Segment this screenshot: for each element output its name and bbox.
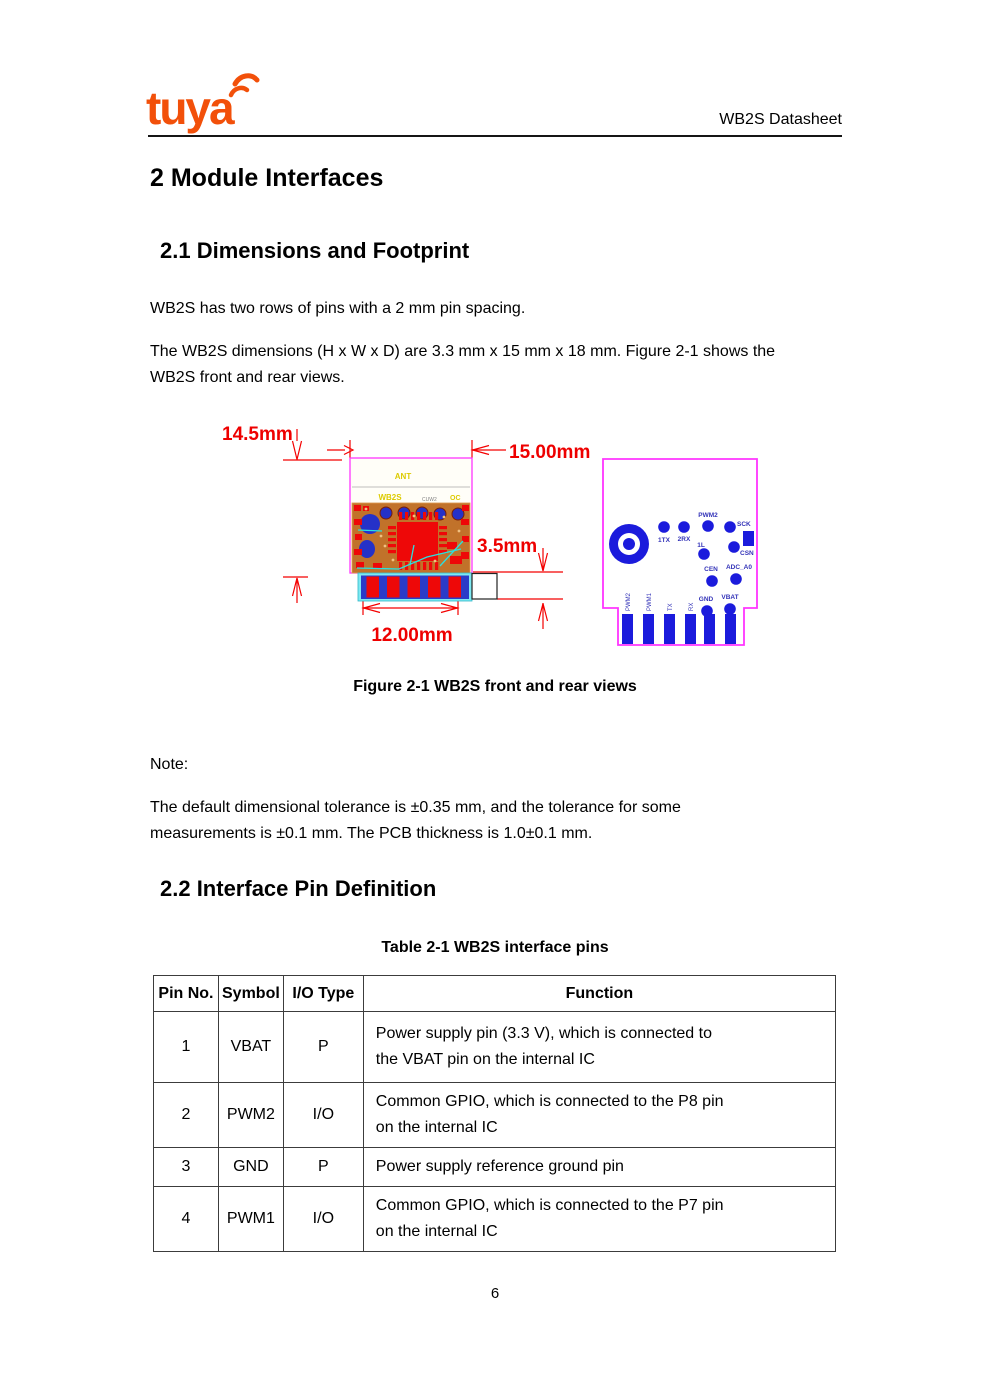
front-pin-row: [357, 572, 473, 602]
pin-label-rx: RX: [689, 603, 695, 611]
front-small-silkscreen: CUW2: [422, 497, 437, 503]
paragraph-dimensions-line1: The WB2S dimensions (H x W x D) are 3.3 …: [150, 343, 776, 360]
cell-io-type: P: [282, 1011, 364, 1083]
pad-label-vbat: VBAT: [721, 594, 738, 601]
table-row: 2 PWM2 I/O Common GPIO, which is connect…: [153, 1082, 837, 1148]
table-header-row: Pin No. Symbol I/O Type Function: [153, 975, 837, 1012]
section-heading-dimensions-footprint: 2.1 Dimensions and Footprint: [160, 238, 470, 263]
cell-pin-no: 4: [153, 1186, 219, 1252]
rear-test-pads: [658, 520, 754, 617]
pad-label-sck: SCK: [737, 521, 751, 528]
column-header-pin-no: Pin No.: [153, 975, 219, 1012]
note-label: Note:: [150, 756, 189, 773]
column-header-function: Function: [362, 975, 837, 1012]
paragraph-dimensions-line2: WB2S front and rear views.: [150, 369, 345, 386]
front-antenna-label: ANT: [395, 472, 412, 481]
cell-function-line: on the internal IC: [375, 1223, 498, 1240]
antenna-coil-icon: [609, 524, 649, 564]
pad-label-pwm2: PWM2: [698, 512, 718, 519]
front-view-pcb: ANT WB2S CUW2 OC: [349, 457, 498, 602]
cell-function: Common GPIO, which is connected to the P…: [362, 1186, 837, 1252]
cell-function-line: Power supply pin (3.3 V), which is conne…: [375, 1025, 712, 1042]
cell-pin-no: 2: [153, 1082, 219, 1148]
cell-function-line: the VBAT pin on the internal IC: [375, 1051, 595, 1068]
pad-label-2rx: 2RX: [678, 536, 691, 543]
section-heading-pin-definition: 2.2 Interface Pin Definition: [160, 876, 437, 901]
pad-label-gnd: GND: [699, 596, 714, 603]
pad-label-1l: 1L: [697, 542, 705, 549]
pad-label-1tx: 1TX: [658, 537, 671, 544]
cell-symbol: VBAT: [217, 1011, 284, 1083]
rear-castellated-pins: [622, 614, 736, 644]
note-text-line1: The default dimensional tolerance is ±0.…: [150, 799, 681, 816]
figure-caption: Figure 2-1 WB2S front and rear views: [353, 678, 637, 695]
table-caption: Table 2-1 WB2S interface pins: [381, 939, 609, 956]
dimension-width-label: 15.00mm: [509, 442, 590, 463]
cell-function: Common GPIO, which is connected to the P…: [362, 1082, 837, 1148]
cell-function-line: Common GPIO, which is connected to the P…: [375, 1197, 724, 1214]
header-doc-title: WB2S Datasheet: [719, 111, 842, 128]
section-heading-module-interfaces: 2 Module Interfaces: [150, 164, 384, 192]
dimension-lines: [283, 429, 563, 629]
tuya-logo-signal-icon: [228, 73, 260, 98]
tuya-logo: tuya: [146, 73, 260, 134]
dimension-pin-row-label: 12.00mm: [371, 625, 452, 646]
cell-io-type: I/O: [282, 1186, 364, 1252]
table-row: 4 PWM1 I/O Common GPIO, which is connect…: [153, 1186, 837, 1252]
header-rule: [148, 135, 842, 137]
note-text-line2: measurements is ±0.1 mm. The PCB thickne…: [150, 825, 593, 842]
cell-symbol: PWM1: [217, 1186, 284, 1252]
pad-label-csn: CSN: [740, 550, 754, 557]
front-pcb-components: [354, 505, 469, 570]
pad-label-adc: ADC_A0: [726, 564, 752, 571]
cell-symbol: GND: [217, 1147, 284, 1187]
cell-pin-no: 1: [153, 1011, 219, 1083]
cell-function-line: Power supply reference ground pin: [375, 1158, 624, 1175]
pin-label-pwm2: PWM2: [626, 592, 632, 611]
column-header-symbol: Symbol: [217, 975, 284, 1012]
rear-view-pcb: 1TX 2RX PWM2 SCK 1L CSN CEN ADC_A0 GND V…: [602, 458, 758, 646]
note-text: The default dimensional tolerance is ±0.…: [150, 795, 681, 847]
interface-pins-table: Pin No. Symbol I/O Type Function 1 VBAT …: [153, 975, 837, 1252]
front-edge-outline: [471, 572, 498, 600]
pin-label-pwm1: PWM1: [647, 592, 653, 611]
cell-function: Power supply reference ground pin: [362, 1147, 837, 1187]
pad-label-cen: CEN: [704, 566, 718, 573]
figure-wb2s-views: 14.5mm 15.00mm 3.5mm 12.00mm ANT WB2S CU…: [222, 424, 758, 646]
paragraph-pin-spacing: WB2S has two rows of pins with a 2 mm pi…: [150, 300, 526, 317]
dimension-thickness-label: 3.5mm: [477, 536, 537, 557]
pin-label-tx: TX: [668, 603, 674, 611]
paragraph-dimensions: The WB2S dimensions (H x W x D) are 3.3 …: [150, 339, 775, 391]
page-number: 6: [490, 1285, 500, 1302]
front-corner-silkscreen: OC: [450, 495, 461, 502]
cell-pin-no: 3: [153, 1147, 219, 1187]
tuya-logo-text: tuya: [146, 82, 235, 134]
front-model-label: WB2S: [378, 493, 402, 502]
cell-symbol: PWM2: [217, 1082, 284, 1148]
cell-function-line: on the internal IC: [375, 1119, 498, 1136]
table-row: 3 GND P Power supply reference ground pi…: [153, 1147, 837, 1187]
cell-function-line: Common GPIO, which is connected to the P…: [375, 1093, 724, 1110]
column-header-io-type: I/O Type: [282, 975, 364, 1012]
table-row: 1 VBAT P Power supply pin (3.3 V), which…: [153, 1011, 837, 1083]
cell-io-type: I/O: [282, 1082, 364, 1148]
cell-function: Power supply pin (3.3 V), which is conne…: [362, 1011, 837, 1083]
dimension-height-label: 14.5mm: [222, 424, 293, 445]
cell-io-type: P: [282, 1147, 364, 1187]
